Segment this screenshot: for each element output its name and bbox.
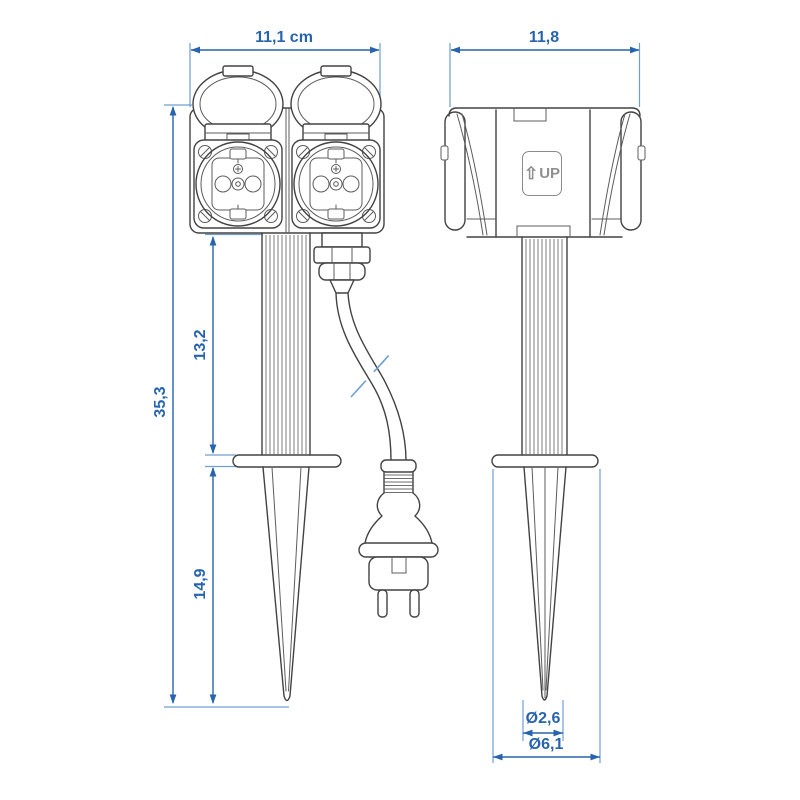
side-spike bbox=[523, 466, 567, 701]
side-body bbox=[448, 107, 641, 238]
stake-collar bbox=[232, 454, 342, 468]
dim-label-spike-length: 14,9 bbox=[192, 568, 209, 600]
front-socket-left bbox=[192, 65, 284, 229]
dimension-annotations bbox=[164, 43, 641, 763]
dim-label-collar-diameter: Ø6,1 bbox=[528, 736, 564, 753]
dim-label-total-height: 35,3 bbox=[152, 386, 169, 418]
cable-gland bbox=[313, 232, 371, 294]
ground-spike bbox=[523, 466, 567, 701]
lid-latch bbox=[320, 65, 352, 77]
up-arrow-icon: ⇧ bbox=[523, 163, 539, 183]
stake-collar bbox=[491, 454, 599, 468]
side-stake bbox=[491, 236, 599, 468]
dim-label-body-to-collar: 13,2 bbox=[192, 329, 209, 361]
dim-label-side-width: 11,8 bbox=[528, 29, 560, 46]
dim-label-front-width: 11,1 cm bbox=[255, 29, 313, 46]
lid-latch bbox=[222, 65, 254, 77]
power-cable bbox=[335, 292, 407, 462]
cable-break-mark bbox=[350, 352, 392, 398]
plug-pin bbox=[409, 589, 420, 618]
dim-spike-length bbox=[209, 467, 217, 704]
dim-side-width bbox=[450, 46, 640, 54]
up-orientation-badge: ⇧ UP bbox=[522, 151, 562, 196]
dim-body-to-collar bbox=[209, 236, 217, 454]
pin-hole bbox=[342, 175, 360, 193]
front-view bbox=[189, 65, 439, 702]
side-lid-left bbox=[440, 111, 488, 236]
dim-total-height bbox=[169, 106, 177, 704]
socket-faceplate bbox=[291, 139, 381, 229]
pin-hole bbox=[214, 175, 232, 193]
plug-flange bbox=[358, 542, 439, 558]
dim-label-tip-diameter: Ø2,6 bbox=[525, 710, 561, 727]
schuko-plug bbox=[358, 459, 439, 618]
front-stake bbox=[232, 232, 342, 702]
dim-tip-diameter bbox=[523, 729, 563, 737]
dim-collar-diameter bbox=[493, 753, 600, 761]
ground-spike bbox=[262, 466, 310, 702]
plug-pin bbox=[377, 589, 388, 618]
socket-faceplate bbox=[193, 139, 283, 229]
front-socket-right bbox=[290, 65, 382, 229]
up-label: UP bbox=[539, 165, 561, 182]
pin-hole bbox=[312, 175, 330, 193]
side-view bbox=[440, 107, 646, 701]
pin-hole bbox=[244, 175, 262, 193]
side-lid-right bbox=[599, 111, 646, 236]
dim-front-width bbox=[190, 46, 380, 54]
